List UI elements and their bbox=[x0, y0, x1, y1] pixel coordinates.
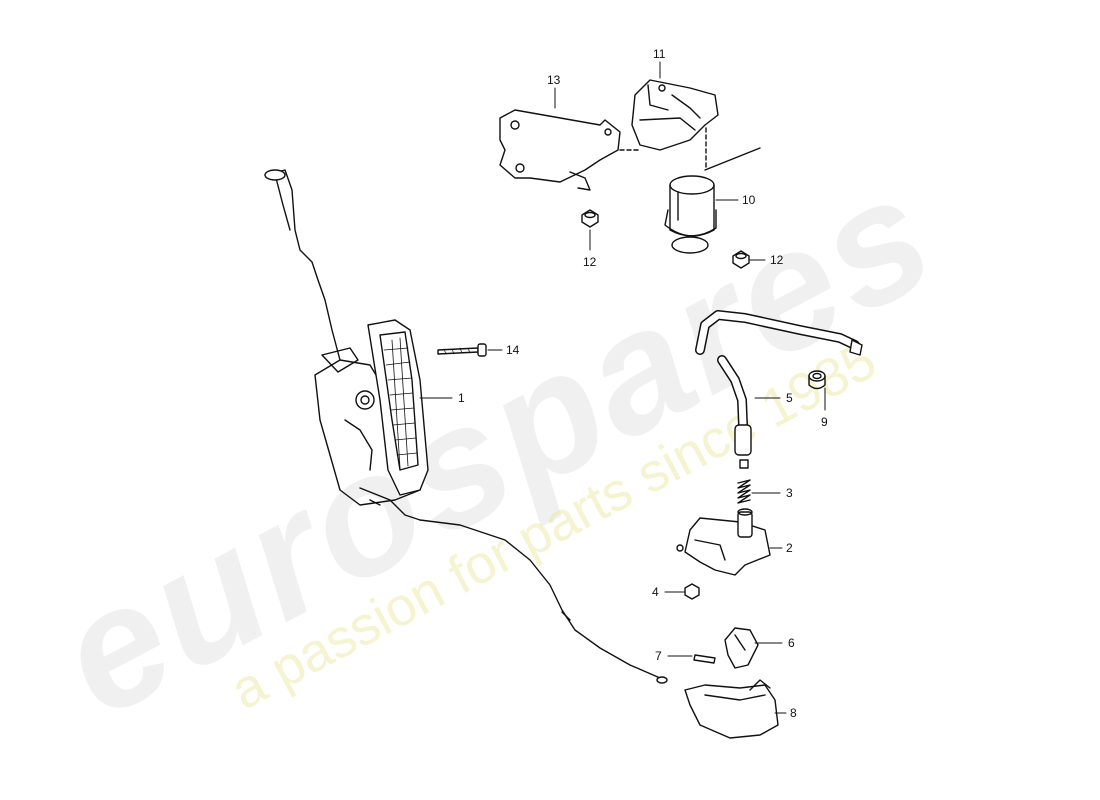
callout-6: 6 bbox=[788, 636, 795, 650]
callout-1: 1 bbox=[458, 391, 465, 405]
part-2-valve-housing bbox=[676, 508, 771, 576]
callout-14: 14 bbox=[506, 343, 520, 357]
part-12-nut-upper bbox=[581, 209, 599, 228]
callout-13: 13 bbox=[547, 73, 561, 87]
callout-7: 7 bbox=[655, 649, 662, 663]
callout-10: 10 bbox=[742, 193, 756, 207]
part-4-nut bbox=[684, 583, 700, 600]
part-10-solenoid bbox=[664, 147, 761, 254]
part-13-bracket bbox=[499, 109, 641, 191]
part-6-cover bbox=[724, 627, 759, 669]
callout-12-upper: 12 bbox=[583, 255, 597, 269]
part-1-cable-upper bbox=[264, 169, 341, 361]
part-12-nut-right bbox=[732, 250, 750, 269]
part-3-spring bbox=[737, 479, 751, 504]
part-5-hose bbox=[695, 310, 863, 469]
callout-2: 2 bbox=[786, 541, 793, 555]
part-7-pin bbox=[693, 654, 716, 664]
callout-8: 8 bbox=[790, 706, 797, 720]
callout-3: 3 bbox=[786, 486, 793, 500]
part-11-mount bbox=[631, 79, 719, 169]
part-1-pedal-assembly bbox=[314, 319, 429, 521]
callout-12-right: 12 bbox=[770, 253, 784, 267]
callout-5: 5 bbox=[786, 391, 793, 405]
callout-4: 4 bbox=[652, 585, 659, 599]
callout-11: 11 bbox=[653, 47, 666, 61]
part-9-grommet bbox=[808, 370, 826, 390]
part-1-cable-lower bbox=[419, 519, 668, 684]
part-8-lower-cover bbox=[684, 679, 779, 739]
callout-9: 9 bbox=[821, 415, 828, 429]
part-14-screw bbox=[437, 343, 487, 357]
